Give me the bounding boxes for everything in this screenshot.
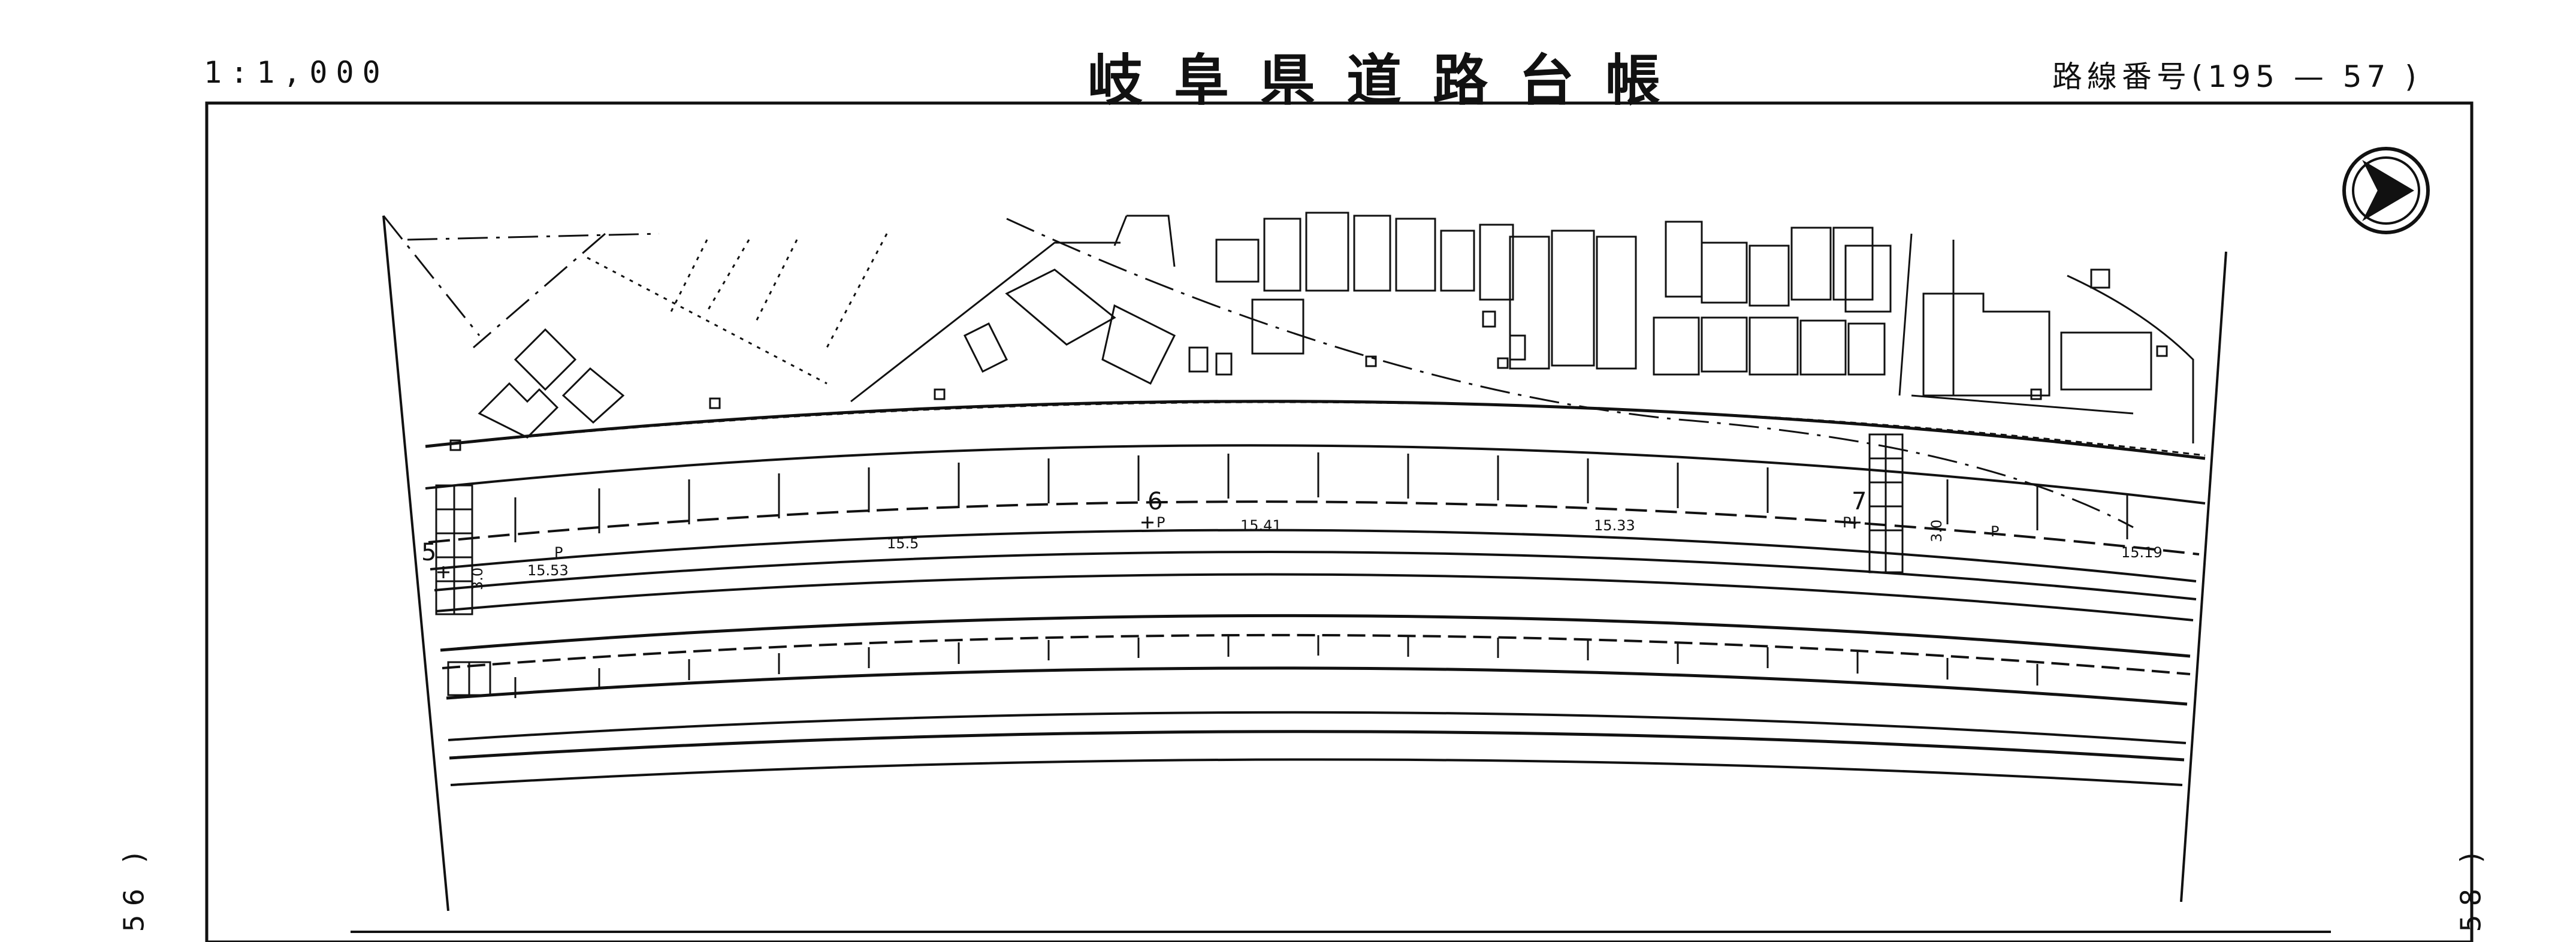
point-marker: P xyxy=(554,544,563,561)
elevation-label: 15.5 xyxy=(887,535,919,552)
north-arrow-icon xyxy=(2342,147,2430,234)
field-boundaries xyxy=(587,233,888,385)
station-label: 7 xyxy=(1852,488,1867,515)
elevation-label: 15.53 xyxy=(527,562,569,579)
slope-hatching xyxy=(514,452,2128,698)
buildings xyxy=(478,212,2152,439)
boundary-line-right xyxy=(2180,251,2227,902)
point-marker: P xyxy=(1843,514,1851,531)
utility-markers xyxy=(449,345,2168,451)
route-number-label: 路線番号 xyxy=(2052,59,2191,94)
map-scale: 1:1,000 xyxy=(204,55,389,90)
station-label: 5 xyxy=(421,539,436,566)
side-roads xyxy=(850,215,2194,443)
rail-line xyxy=(1006,218,2134,529)
width-label: 3.0 xyxy=(469,567,486,590)
elevation-label: 15.41 xyxy=(1240,517,1282,534)
point-crosses xyxy=(437,517,1861,578)
route-number: 路線番号(195 — 57 ) xyxy=(2052,53,2421,96)
road-edges xyxy=(425,400,2206,786)
point-marker: P xyxy=(1991,523,1999,540)
station-label: 6 xyxy=(1147,488,1162,515)
elevation-label: 15.33 xyxy=(1594,517,1635,534)
hedge-line xyxy=(428,401,2206,457)
point-marker: P xyxy=(1156,514,1165,531)
map-frame xyxy=(205,101,2474,942)
width-label: 3.0 xyxy=(1928,520,1945,542)
elevation-label: 15.19 xyxy=(2121,544,2163,561)
map-labels: 5 6 7 15.53 15.5 15.41 15.33 15.19 3.0 3… xyxy=(421,488,2163,590)
culverts xyxy=(435,433,1904,696)
boundary-line-left xyxy=(382,215,449,911)
route-number-value: (195 — 57 ) xyxy=(2191,59,2421,94)
